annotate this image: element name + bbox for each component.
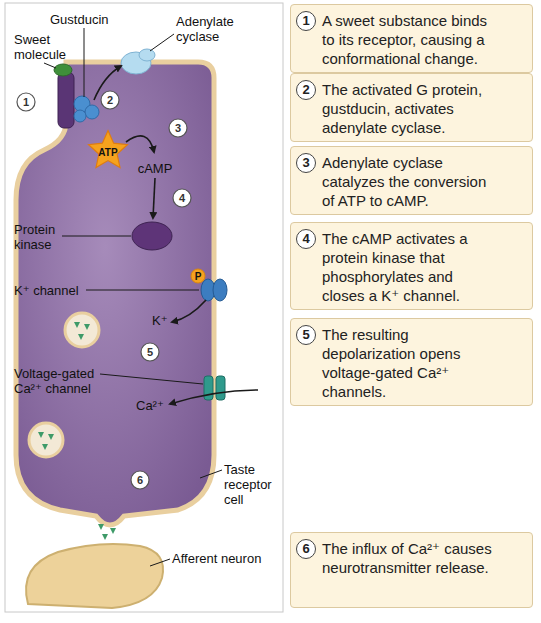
step-number: 6 bbox=[296, 539, 316, 559]
k-channel bbox=[213, 279, 227, 301]
part-label: Gustducin bbox=[50, 12, 109, 27]
part-label: Sweet molecule bbox=[14, 32, 74, 62]
step-number: 2 bbox=[296, 80, 316, 100]
step-box: 5 The resulting depolarization opens volt… bbox=[290, 318, 533, 406]
step-text: Adenylate cyclase catalyzes the conversi… bbox=[322, 153, 498, 210]
neurotransmitter bbox=[102, 534, 108, 540]
panel-frame bbox=[5, 3, 283, 612]
step-text: The activated G protein, gustducin, acti… bbox=[322, 80, 498, 137]
leader-line bbox=[200, 470, 222, 478]
callout-circle bbox=[141, 343, 159, 361]
g-protein bbox=[85, 105, 99, 119]
neurotransmitter bbox=[74, 322, 80, 328]
step-box: 2 The activated G protein, gustducin, act… bbox=[290, 73, 533, 142]
ion-arrow bbox=[170, 390, 258, 404]
step-text: The resulting depolarization opens volta… bbox=[322, 325, 498, 401]
step-box: 6 The influx of Ca²⁺ causes neurotransmit… bbox=[290, 532, 533, 608]
neurotransmitter bbox=[48, 434, 54, 440]
g-protein bbox=[74, 110, 86, 122]
ca-channel bbox=[216, 376, 225, 400]
callout-number: 5 bbox=[147, 345, 153, 360]
phosphate-circle bbox=[191, 269, 205, 283]
molecule-label: ATP bbox=[98, 145, 117, 160]
step-number: 1 bbox=[296, 11, 316, 31]
step-text: The influx of Ca²⁺ causes neurotransmitt… bbox=[322, 539, 498, 577]
leader-line bbox=[150, 34, 174, 51]
leader-line bbox=[150, 559, 170, 566]
vesicle bbox=[29, 423, 63, 457]
neurotransmitter bbox=[78, 334, 84, 340]
step-box: 3 Adenylate cyclase catalyzes the convers… bbox=[290, 146, 533, 215]
callout-circle bbox=[17, 93, 35, 111]
cell-label: Taste receptor cell bbox=[224, 462, 282, 507]
ion-label: K⁺ bbox=[152, 313, 168, 328]
neurotransmitter bbox=[84, 324, 90, 330]
neurotransmitter bbox=[42, 444, 48, 450]
step-number: 4 bbox=[296, 229, 316, 249]
part-label: Protein kinase bbox=[14, 222, 74, 252]
leader-line bbox=[62, 236, 131, 237]
receptor bbox=[58, 72, 74, 128]
conversion-arrow bbox=[126, 136, 154, 152]
step-number: 3 bbox=[296, 153, 316, 173]
callout-number: 2 bbox=[107, 93, 113, 108]
neurotransmitter bbox=[98, 524, 104, 530]
protein-kinase bbox=[132, 222, 172, 250]
neurotransmitter bbox=[38, 432, 44, 438]
vesicle bbox=[65, 313, 99, 347]
phosphate-label: P bbox=[195, 269, 202, 284]
leader-line bbox=[84, 28, 85, 97]
callout-circle bbox=[131, 471, 149, 489]
leader-line bbox=[86, 290, 199, 291]
molecule-label: cAMP bbox=[138, 161, 173, 176]
leader-line bbox=[44, 63, 56, 68]
step-box: 4 The cAMP activates a protein kinase tha… bbox=[290, 222, 533, 310]
leader-line bbox=[100, 374, 203, 384]
ion-label: Ca²⁺ bbox=[136, 398, 164, 413]
callout-number: 1 bbox=[23, 95, 29, 110]
ca-channel bbox=[204, 376, 213, 400]
part-label: K⁺ channel bbox=[14, 283, 79, 298]
adenylate-cyclase bbox=[139, 49, 155, 61]
afferent-neuron bbox=[26, 544, 163, 608]
neurotransmitter bbox=[110, 528, 116, 534]
step-text: A sweet substance binds to its receptor,… bbox=[322, 11, 498, 68]
step-number: 5 bbox=[296, 325, 316, 345]
sweet-molecule bbox=[54, 64, 72, 76]
callout-circle bbox=[101, 91, 119, 109]
cell-label: Afferent neuron bbox=[172, 551, 261, 566]
part-label: Voltage-gated Ca²⁺ channel bbox=[14, 366, 109, 396]
callout-circle bbox=[169, 119, 187, 137]
callout-number: 3 bbox=[175, 121, 181, 136]
activation-arrow bbox=[153, 178, 155, 218]
callout-number: 4 bbox=[179, 191, 185, 206]
ion-arrow bbox=[172, 300, 206, 322]
callout-number: 6 bbox=[137, 473, 143, 488]
callout-circle bbox=[173, 189, 191, 207]
step-box: 1 A sweet substance binds to its receptor… bbox=[290, 4, 533, 73]
step-text: The cAMP activates a protein kinase that… bbox=[322, 229, 498, 305]
atp-star bbox=[89, 131, 128, 168]
part-label: Adenylate cyclase bbox=[176, 14, 248, 44]
